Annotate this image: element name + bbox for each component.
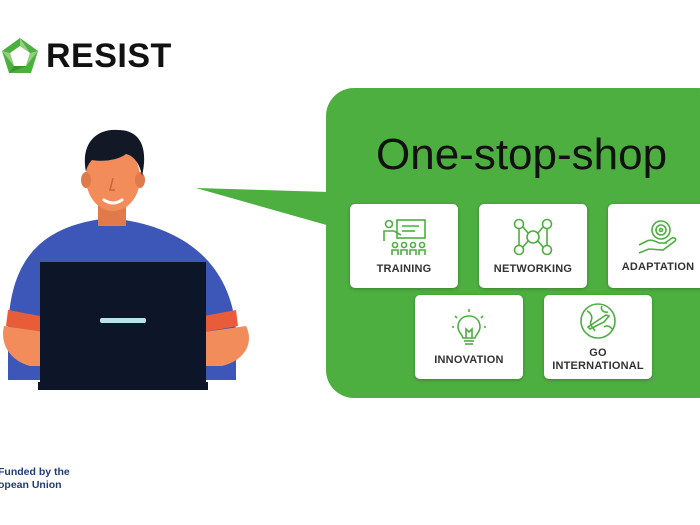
card-go-international[interactable]: GO INTERNATIONAL [544, 295, 652, 379]
card-adaptation[interactable]: ADAPTATION [608, 204, 700, 288]
network-people-icon [513, 218, 553, 255]
laptop-light-bar [100, 318, 146, 323]
eu-funding-note: Funded by the opean Union [0, 466, 70, 492]
person-hair [84, 129, 145, 176]
training-presentation-icon [383, 218, 426, 255]
globe-plane-icon [580, 303, 616, 339]
card-label: GO INTERNATIONAL [552, 347, 644, 372]
card-innovation[interactable]: INNOVATION [415, 295, 523, 379]
funded-line-1: Funded by the [0, 466, 70, 478]
card-networking[interactable]: NETWORKING [479, 204, 587, 288]
card-label: INNOVATION [434, 353, 504, 366]
lightbulb-icon [452, 308, 486, 345]
hand-target-icon [638, 219, 677, 254]
card-training[interactable]: TRAINING [350, 204, 458, 288]
resist-logo: RESIST [0, 34, 172, 78]
card-label: TRAINING [376, 262, 432, 275]
resist-logo-mark-icon [2, 38, 38, 73]
card-label: NETWORKING [493, 262, 573, 275]
person-with-laptop-illustration [3, 129, 249, 390]
card-label: ADAPTATION [621, 260, 695, 273]
funded-line-2: opean Union [0, 479, 62, 491]
bubble-title: One-stop-shop [376, 130, 668, 179]
logo-text: RESIST [46, 36, 172, 75]
